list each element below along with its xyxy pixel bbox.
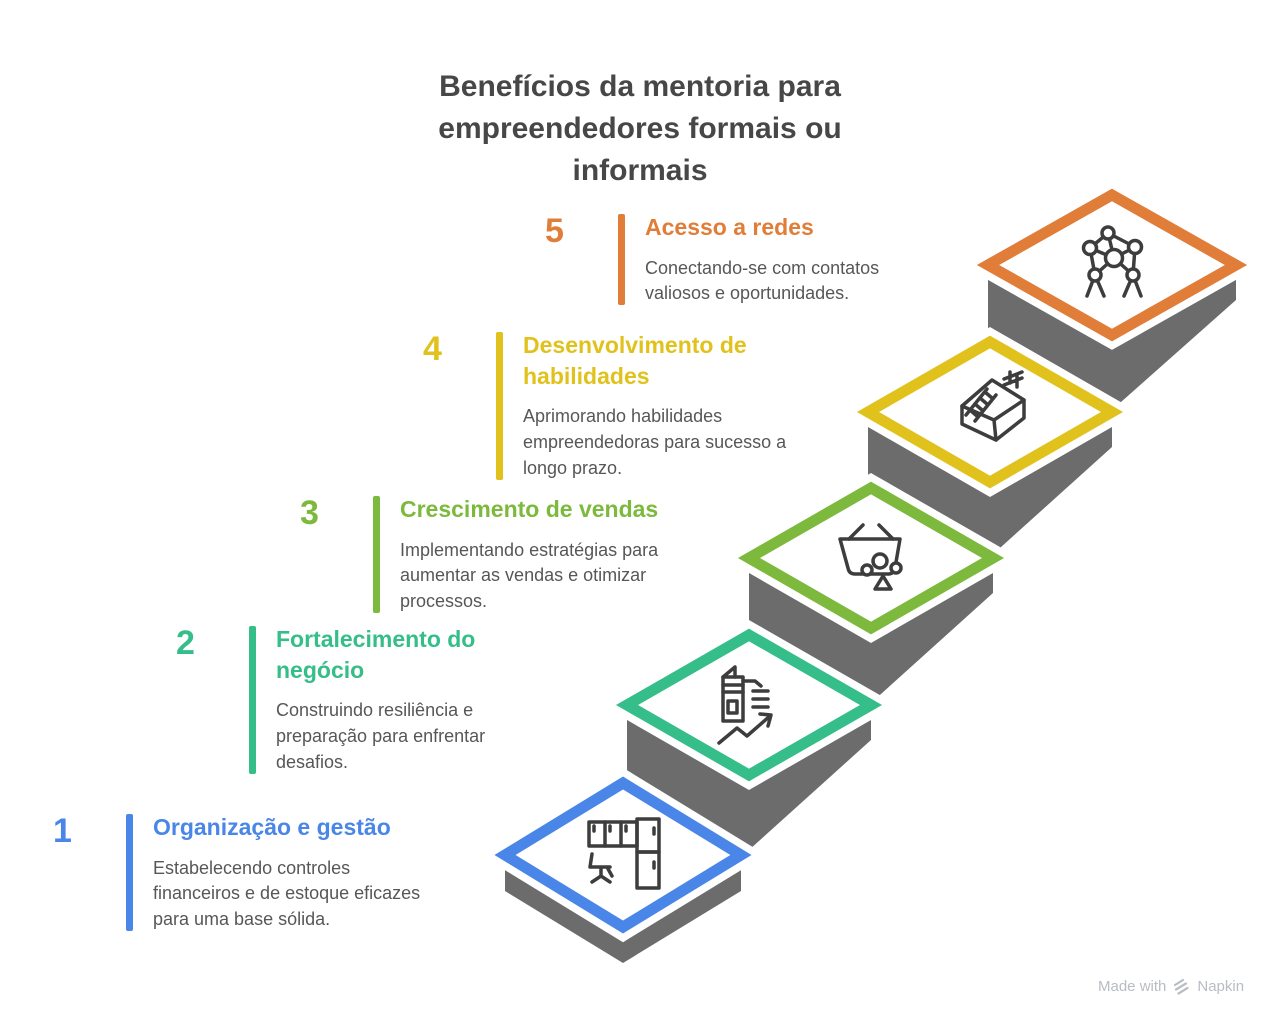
watermark-brand: Napkin <box>1197 978 1245 995</box>
item-heading: Organização e gestão <box>153 814 391 840</box>
network-icon <box>1081 225 1144 298</box>
item-number: 1 <box>53 812 72 850</box>
page-title: Benefícios da mentoria para empreendedor… <box>438 70 842 187</box>
item-number: 2 <box>176 624 195 662</box>
building-growth-icon <box>717 665 773 745</box>
shopping-basket-icon <box>838 523 903 591</box>
item-number: 4 <box>423 330 442 368</box>
accent-bar <box>126 814 133 932</box>
watermark-prefix: Made with <box>1098 978 1167 995</box>
accent-bar <box>496 332 503 480</box>
step-2-tile <box>615 628 883 782</box>
accent-bar <box>618 214 625 306</box>
step-2 <box>600 620 898 850</box>
napkin-watermark: Made with Napkin <box>1098 978 1244 995</box>
step-4 <box>841 327 1139 557</box>
step-3 <box>722 473 1020 703</box>
benefit-item-3: 3 Crescimento de vendas Implementando es… <box>300 494 700 615</box>
benefit-item-1: 1 Organização e gestão Estabelecendo con… <box>53 812 438 933</box>
box-ladder-icon <box>960 370 1026 442</box>
item-heading: Desenvolvimento de habilidades <box>523 332 747 389</box>
item-description: Construindo resiliência e preparação par… <box>276 700 486 772</box>
office-desk-icon <box>587 817 661 890</box>
item-heading: Fortalecimento do negócio <box>276 626 476 683</box>
item-number: 5 <box>545 212 564 250</box>
step-1 <box>480 767 766 963</box>
item-number: 3 <box>300 494 319 532</box>
item-description: Implementando estratégias para aumentar … <box>400 539 659 612</box>
step-1-tile <box>494 776 752 934</box>
napkin-logo-icon <box>1174 978 1189 995</box>
item-description: Estabelecendo controles financeiros e de… <box>153 857 421 930</box>
benefit-item-4: 4 Desenvolvimento de habilidades Aprimor… <box>423 330 818 482</box>
step-3-tile <box>737 481 1005 635</box>
item-description: Conectando-se com contatos valiosos e op… <box>645 257 880 304</box>
benefit-item-5: 5 Acesso a redes Conectando-se com conta… <box>545 212 925 307</box>
benefit-item-2: 2 Fortalecimento do negócio Construindo … <box>176 624 526 776</box>
item-heading: Crescimento de vendas <box>400 496 659 522</box>
accent-bar <box>249 626 256 774</box>
accent-bar <box>373 496 380 614</box>
item-heading: Acesso a redes <box>645 214 814 240</box>
item-description: Aprimorando habilidades empreendedoras p… <box>523 406 787 478</box>
step-4-tile <box>856 335 1124 489</box>
